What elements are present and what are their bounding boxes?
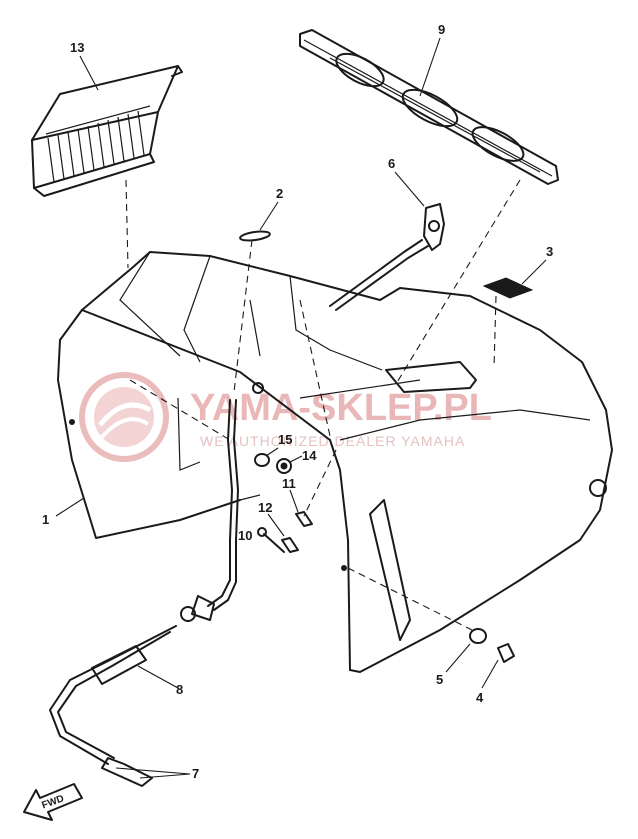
part-1-shroud[interactable] [57, 251, 613, 673]
callout-7: 7 [192, 766, 199, 781]
part-5-washer[interactable] [469, 628, 487, 644]
callout-4: 4 [476, 690, 484, 705]
part-2-gasket[interactable] [239, 230, 271, 242]
callout-8: 8 [176, 682, 183, 697]
callout-11: 11 [282, 476, 296, 491]
part-4-bolt[interactable] [497, 643, 515, 663]
callout-2: 2 [276, 186, 283, 201]
callout-10: 10 [238, 528, 252, 543]
callout-labels: 13 9 6 2 3 1 15 14 11 12 10 8 7 5 4 [42, 22, 553, 781]
watermark-subtitle: WE AUTHORIZED DEALER YAMAHA [200, 433, 465, 449]
part-14-nut[interactable] [276, 458, 292, 474]
part-10-screw[interactable] [257, 527, 285, 553]
part-8-cable[interactable] [49, 399, 239, 787]
callout-3: 3 [546, 244, 553, 259]
callout-14: 14 [302, 448, 317, 463]
watermark: YAMA-SKLEP.PL WE AUTHORIZED DEALER YAMAH… [79, 372, 492, 462]
part-6-switch[interactable] [329, 203, 445, 311]
callout-12: 12 [258, 500, 272, 515]
part-3-plate[interactable] [482, 277, 534, 299]
callout-15: 15 [278, 432, 292, 447]
callout-1: 1 [42, 512, 49, 527]
watermark-logo-icon [79, 372, 169, 462]
fwd-arrow-icon: FWD [23, 783, 83, 821]
callout-13: 13 [70, 40, 84, 55]
part-11-bolt[interactable] [295, 511, 313, 527]
callout-6: 6 [388, 156, 395, 171]
part-9-top-housing[interactable] [299, 29, 559, 185]
watermark-title: YAMA-SKLEP.PL [190, 387, 492, 429]
part-13-vent-grill[interactable] [31, 65, 183, 197]
leader-lines [55, 37, 547, 779]
part-12-bolt[interactable] [281, 537, 299, 553]
callout-5: 5 [436, 672, 443, 687]
callout-9: 9 [438, 22, 445, 37]
part-15-washer[interactable] [254, 453, 270, 467]
